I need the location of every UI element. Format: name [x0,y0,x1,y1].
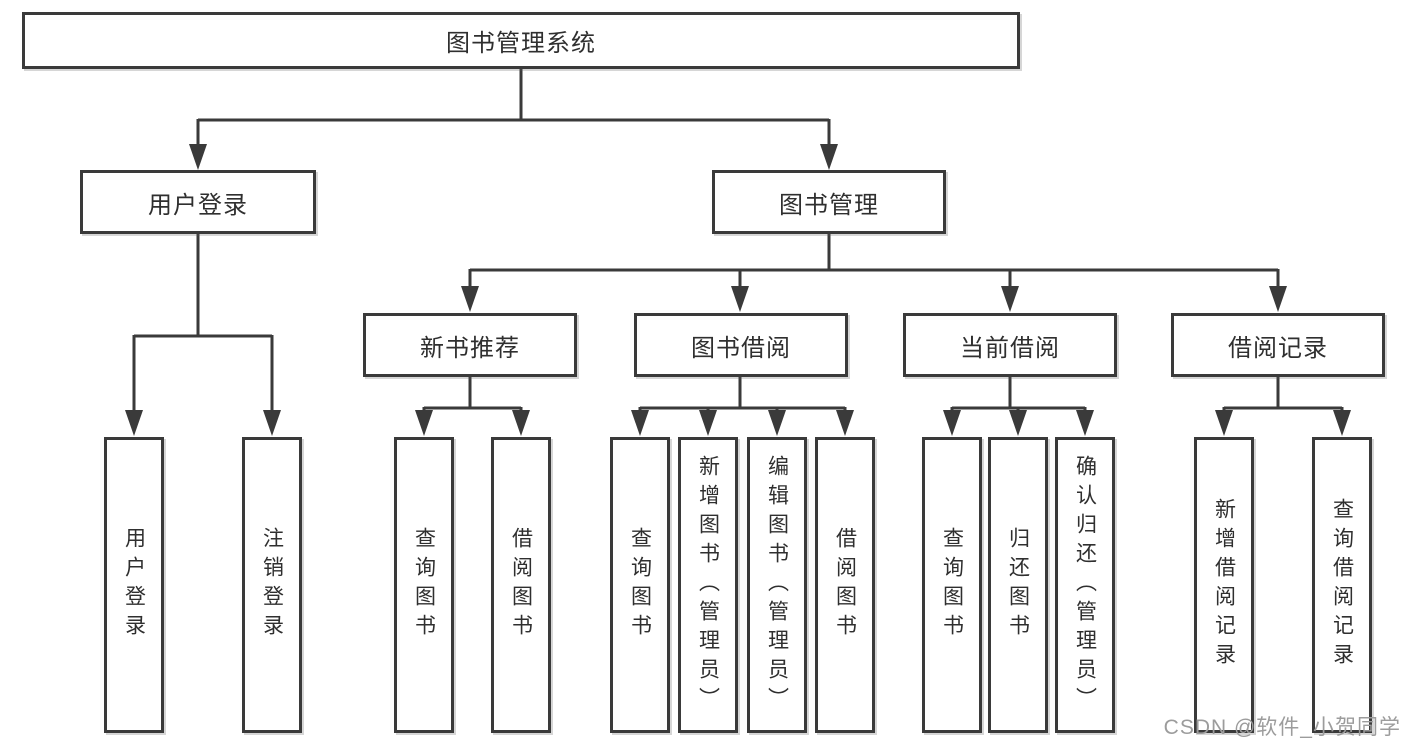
leaf-add-book-admin-label: 新增图书（管理员） [696,454,720,716]
node-borrow-records: 借阅记录 [1171,313,1385,377]
leaf-edit-book-admin: 编辑图书（管理员） [747,437,807,733]
leaf-borrow-books-2: 借阅图书 [815,437,875,733]
node-root-label: 图书管理系统 [446,30,596,57]
leaf-logout-label: 注销登录 [260,527,284,643]
leaf-query-books-2: 查询图书 [610,437,670,733]
node-root: 图书管理系统 [22,12,1020,69]
node-book-management: 图书管理 [712,170,946,234]
node-book-management-label: 图书管理 [779,191,879,219]
leaf-confirm-return-admin: 确认归还（管理员） [1055,437,1115,733]
node-borrow-records-label: 借阅记录 [1228,334,1328,362]
node-book-borrowing: 图书借阅 [634,313,848,377]
leaf-confirm-return-admin-label: 确认归还（管理员） [1073,454,1097,716]
leaf-edit-book-admin-label: 编辑图书（管理员） [765,454,789,716]
leaf-return-book-label: 归还图书 [1006,527,1030,643]
leaf-user-login-label: 用户登录 [122,527,146,643]
leaf-query-books-1: 查询图书 [394,437,454,733]
leaf-borrow-books-2-label: 借阅图书 [833,527,857,643]
leaf-borrow-books-1-label: 借阅图书 [509,527,533,643]
node-book-borrowing-label: 图书借阅 [691,334,791,362]
node-new-book-recommend-label: 新书推荐 [420,334,520,362]
leaf-query-books-1-label: 查询图书 [412,527,436,643]
node-current-borrowing-label: 当前借阅 [960,334,1060,362]
node-new-book-recommend: 新书推荐 [363,313,577,377]
leaf-query-books-3-label: 查询图书 [940,527,964,643]
leaf-add-book-admin: 新增图书（管理员） [678,437,738,733]
leaf-add-borrow-record-label: 新增借阅记录 [1212,498,1236,672]
leaf-query-borrow-record-label: 查询借阅记录 [1330,498,1354,672]
leaf-add-borrow-record: 新增借阅记录 [1194,437,1254,733]
leaf-user-login: 用户登录 [104,437,164,733]
leaf-logout: 注销登录 [242,437,302,733]
node-current-borrowing: 当前借阅 [903,313,1117,377]
leaf-borrow-books-1: 借阅图书 [491,437,551,733]
leaf-query-books-2-label: 查询图书 [628,527,652,643]
node-user-login-label: 用户登录 [148,191,248,219]
node-user-login: 用户登录 [80,170,316,234]
arrowheads [125,144,1351,436]
csdn-watermark: CSDN @软件_小贺同学 [1163,716,1401,739]
leaf-return-book: 归还图书 [988,437,1048,733]
leaf-query-books-3: 查询图书 [922,437,982,733]
leaf-query-borrow-record: 查询借阅记录 [1312,437,1372,733]
